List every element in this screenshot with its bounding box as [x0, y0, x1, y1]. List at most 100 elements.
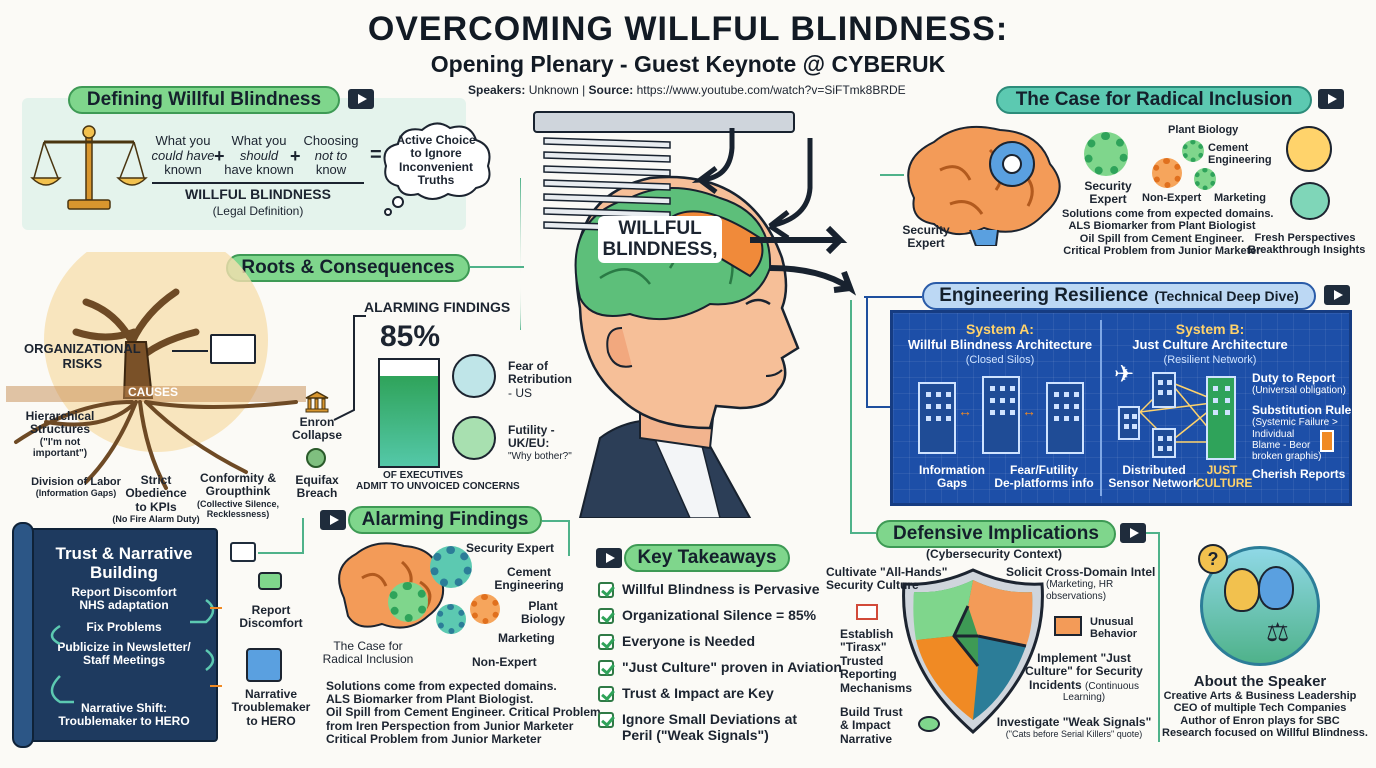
checkbox-icon	[598, 660, 614, 676]
chat-bubble-icon	[258, 572, 282, 590]
inclusion-marketing: Marketing	[1214, 192, 1266, 204]
distributed-line2: Sensor Network	[1108, 476, 1200, 491]
speaker-bio-line3: Author of Enron plays for SBC	[1180, 714, 1340, 727]
checkbox-icon	[598, 686, 614, 702]
sysA-sub: Willful Blindness Architecture	[907, 337, 1093, 352]
alarming-cement: Cement Engineering	[494, 565, 564, 593]
inclusion-security: Security Expert	[1078, 179, 1138, 207]
checkbox-icon	[598, 634, 614, 650]
speaker-scales-icon: ⚖	[1266, 617, 1290, 647]
incl-line3: Oil Spill from Cement Engineer.	[1079, 232, 1245, 245]
head-label-line1: WILLFUL	[618, 218, 702, 239]
trust-step-3: Publicize in Newsletter/ Staff Meetings	[40, 640, 208, 668]
plant-gear-icon	[470, 594, 500, 624]
trust-side2-line3: to HERO	[246, 713, 296, 728]
roots-title: Roots & Consequences	[226, 254, 470, 282]
sysB-just-culture: JUST CULTURE	[1196, 463, 1253, 491]
trust-side-1: Report Discomfort	[228, 603, 314, 631]
source-label: Source:	[588, 83, 634, 97]
cause-obedience: Strict Obedience to KPIs (No Fire Alarm …	[108, 473, 204, 525]
checkbox-icon	[598, 608, 614, 624]
video-icon[interactable]	[1120, 523, 1146, 543]
marketing-gear-icon	[1194, 168, 1216, 190]
def-cultivate: Cultivate "All-Hands" Security Culture	[826, 565, 947, 593]
just-culture-tower-icon	[1206, 376, 1236, 460]
sensor-building-icon	[1152, 372, 1176, 408]
futility-line1: Futility -	[508, 423, 555, 437]
trust-step-1: Report Discomfort NHS adaptation	[40, 585, 208, 613]
alarming-title: Alarming Findings	[348, 506, 542, 534]
def-unusual-line1: Unusual	[1090, 616, 1134, 628]
cloud-line2: to Ignore	[410, 146, 462, 161]
video-icon[interactable]	[348, 89, 374, 109]
video-icon[interactable]	[1324, 285, 1350, 305]
trust-step4-line1: Narrative Shift:	[80, 701, 168, 715]
strict-line4: (No Fire Alarm Duty)	[112, 514, 200, 525]
subst-line5: broken graphis)	[1252, 451, 1322, 462]
sensor-building-icon	[1152, 428, 1176, 458]
sysB-distributed: Distributed Sensor Network	[1106, 463, 1202, 491]
def-solicit-line3: observations)	[1046, 590, 1107, 602]
term-could-line2: could have	[151, 147, 215, 163]
alarming-paragraph: Solutions come from expected domains. AL…	[326, 679, 601, 746]
alarming-case: The Case for Radical Inclusion	[318, 639, 418, 667]
def-inv-line1: Investigate "Weak Signals"	[996, 715, 1152, 729]
resilience-title-sub: (Technical Deep Dive)	[1154, 288, 1299, 304]
fear-line1: Fear of	[508, 359, 549, 373]
hier-line1: Hierarchical	[25, 409, 95, 423]
div-line1: Division of Labor	[31, 476, 121, 488]
video-icon[interactable]	[596, 548, 622, 568]
plus-sign-1: +	[214, 146, 225, 166]
alarm-p4: from Iren Perspection from Junior Market…	[326, 718, 574, 733]
term-choosing-line2: not to	[314, 147, 348, 163]
cause-division: Division of Labor (Information Gaps)	[28, 476, 124, 498]
findings-caption: OF EXECUTIVES ADMIT TO UNVOICED CONCERNS	[356, 470, 520, 492]
div-line2: (Information Gaps)	[35, 488, 117, 499]
trust-scroll-top	[12, 522, 34, 748]
fear-line2: Retribution	[508, 372, 572, 387]
sysB-cherish: Cherish Reports	[1252, 467, 1346, 481]
fear-label: Fear of Retribution - US	[508, 359, 572, 400]
sysA-info: Information Gaps	[914, 463, 990, 491]
alarming-connector-down	[568, 520, 570, 556]
sysA-fear: Fear/Futility De-platforms info	[994, 463, 1094, 491]
sysA-paren: (Closed Silos)	[965, 354, 1035, 366]
source-link[interactable]: https://www.youtube.com/watch?v=SiFTmk8B…	[636, 83, 906, 97]
term-choosing-line1: Choosing	[303, 133, 359, 148]
just-line2: CULTURE	[1196, 476, 1253, 491]
defensive-connector	[850, 300, 852, 532]
video-icon[interactable]	[230, 542, 256, 562]
fear-avatar	[452, 354, 496, 398]
silo-building-icon	[982, 376, 1020, 454]
cloud-line4: Truths	[417, 173, 455, 188]
speaker-title: About the Speaker	[1193, 673, 1327, 690]
def-build-line2: & Impact	[840, 718, 891, 733]
incl-cement-line2: Engineering	[1208, 154, 1272, 167]
def-est-line5: Mechanisms	[840, 680, 913, 695]
alarm-p2: ALS Biomarker from Plant Biologist.	[326, 692, 534, 707]
video-icon[interactable]	[320, 510, 346, 530]
def-impl-line3: Incidents	[1029, 677, 1082, 692]
alarm-p3: Oil Spill from Cement Engineer. Critical…	[326, 705, 601, 720]
hier-line3: ("I'm not	[39, 436, 81, 448]
head-label: WILLFUL BLINDNESS,	[598, 216, 722, 263]
futility-avatar	[452, 416, 496, 460]
nonexpert-gear-icon	[1152, 158, 1182, 188]
sysB-title: System B:	[1175, 321, 1245, 337]
takeaway-item: Ignore Small Deviations at Peril ("Weak …	[622, 711, 797, 743]
resilience-title: Engineering Resilience (Technical Deep D…	[922, 282, 1316, 310]
video-icon[interactable]	[1318, 89, 1344, 109]
central-head-illustration	[520, 111, 857, 518]
inclusion-brain-label: Security Expert	[896, 223, 956, 251]
term-could-line3: known	[164, 162, 202, 178]
idea-people-icon	[1290, 182, 1330, 220]
scales-icon	[30, 125, 148, 210]
org-risks-arrow	[172, 350, 208, 352]
door-icon	[1320, 430, 1334, 452]
causes-label: CAUSES	[128, 385, 179, 399]
findings-bracket	[333, 315, 366, 421]
subst-line4: Blame - Beor	[1252, 439, 1311, 451]
alarming-marketing: Marketing	[498, 631, 555, 645]
inclusion-title: The Case for Radical Inclusion	[996, 86, 1312, 114]
def-investigate: Investigate "Weak Signals" ("Cats before…	[990, 715, 1158, 740]
